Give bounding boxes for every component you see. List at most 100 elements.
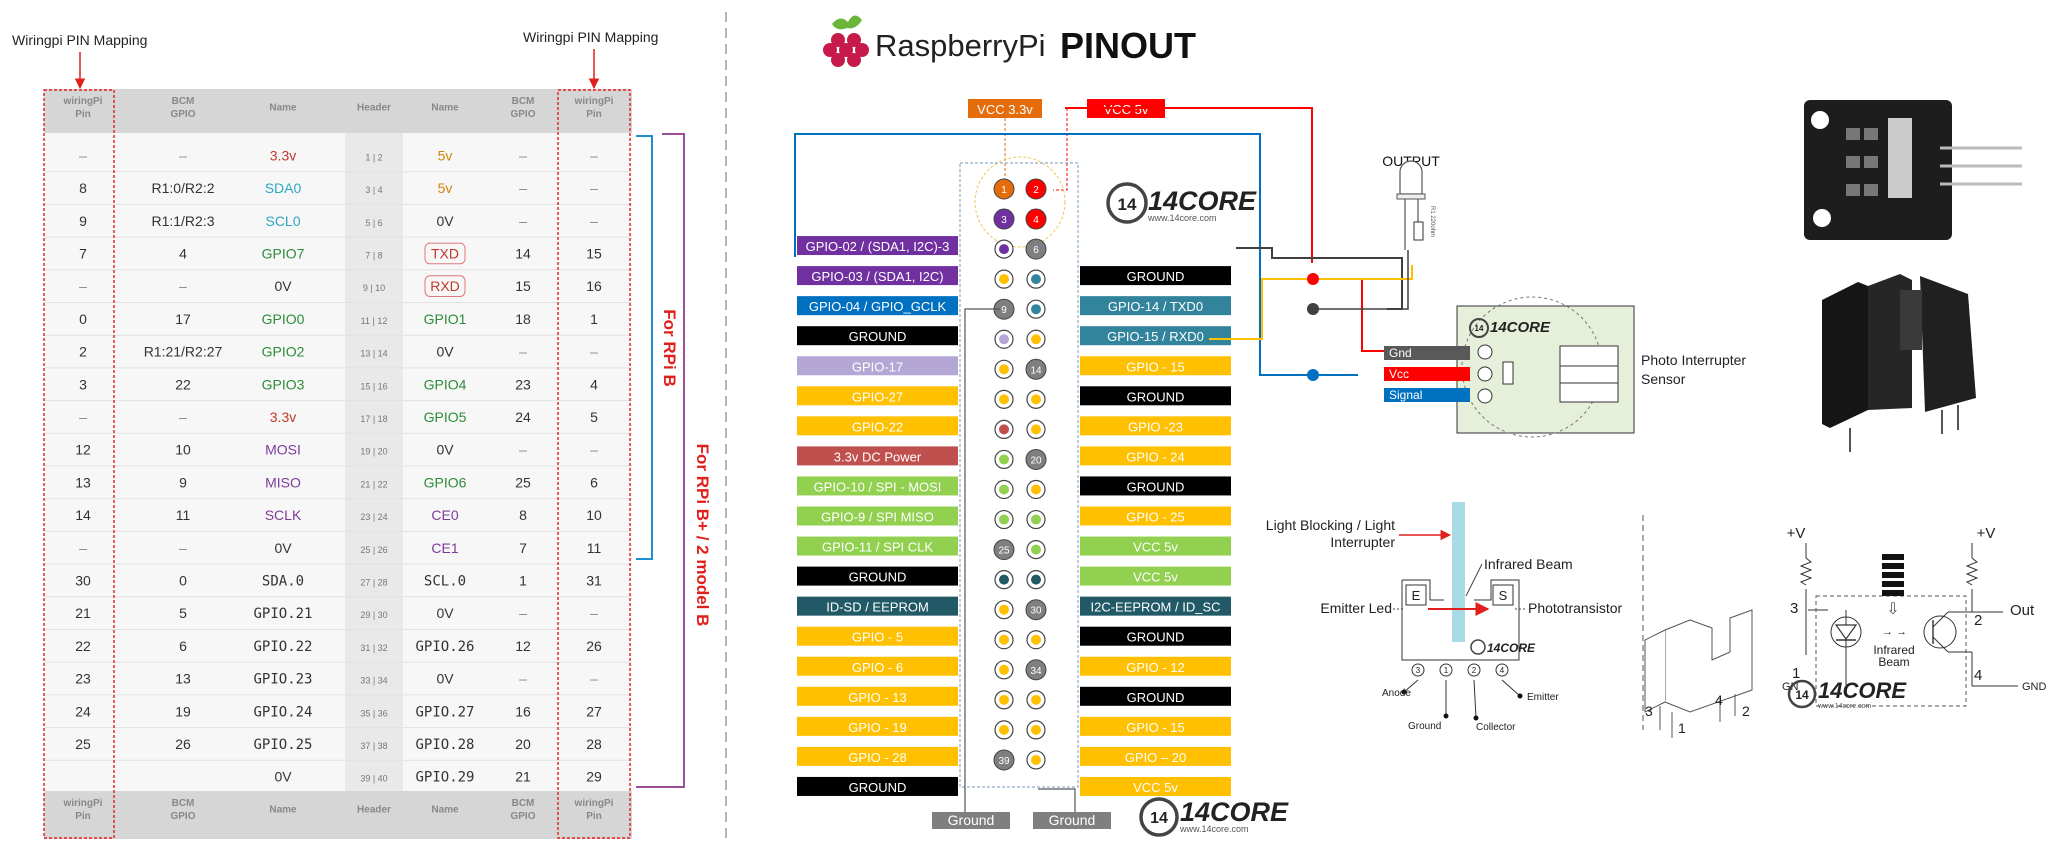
- table-cell: –: [519, 605, 527, 621]
- gnd-tag: [1384, 346, 1470, 360]
- header-pin: [1026, 750, 1046, 770]
- name-highlight: [424, 242, 466, 265]
- table-cell: 0V: [436, 671, 454, 687]
- logo-url: www.14core.com: [1147, 213, 1217, 223]
- package-pin-3: 3: [1645, 703, 1653, 719]
- left-pin-label: GPIO-11 / SPI CLK: [797, 536, 958, 556]
- table-cell: 26: [175, 736, 191, 752]
- sensor-module-photo: [1804, 100, 2022, 240]
- table-header-cell: Pin: [586, 109, 602, 120]
- left-pin-label-text: GPIO-03 / (SDA1, I2C): [811, 269, 943, 284]
- table-cell: –: [79, 409, 87, 425]
- header-pin-number: 6: [1033, 245, 1039, 256]
- rpi-bplus-label: For RPi B+ / 2 model B: [693, 444, 712, 627]
- left-pin-label-text: GPIO - 19: [848, 720, 907, 735]
- table-cell: –: [519, 442, 527, 458]
- right-pin-label: GPIO - 15: [1080, 716, 1231, 736]
- rpi-b-label: For RPi B: [660, 309, 679, 386]
- package-drawing: 3 4 2 1: [1644, 609, 1753, 738]
- table-cell: 16: [515, 703, 531, 719]
- infrared-beam-label: Infrared Beam: [1484, 556, 1573, 572]
- table-cell: RXD: [430, 278, 460, 294]
- table-header-cell: Name: [431, 103, 459, 114]
- table-cell: 17 | 18: [360, 414, 387, 424]
- header-pin: [994, 660, 1014, 680]
- sensor-component: [1502, 361, 1514, 385]
- left-wiringpi-annotation: Wiringpi PIN Mapping: [12, 32, 147, 48]
- right-pin-label: GPIO -23: [1080, 416, 1231, 436]
- vcc-wire-2: [1312, 278, 1388, 352]
- header-pin-number: 14: [1030, 365, 1042, 376]
- table-cell: 8: [79, 180, 87, 196]
- sensor-logo: 14 14CORE: [1469, 318, 1551, 338]
- header-outline: [959, 162, 1079, 788]
- header-pin: [994, 449, 1014, 470]
- left-pin-label: ID-SD / EEPROM: [797, 596, 958, 616]
- schematic-logo-url: www.14core.com: [1817, 703, 1871, 710]
- schematic-out: Out: [2010, 602, 2035, 619]
- name-highlight: [424, 275, 466, 297]
- left-pin-label: GPIO-03 / (SDA1, I2C): [797, 266, 958, 286]
- header-pin: [994, 239, 1014, 259]
- header-pin: [1026, 630, 1046, 650]
- left-pin-label-text: 3.3v DC Power: [834, 449, 922, 464]
- table-cell: TXD: [431, 245, 459, 261]
- header-pin-number: 25: [998, 546, 1010, 557]
- table-cell: SDA.0: [262, 573, 304, 589]
- sensor-housing: [1559, 345, 1619, 403]
- sensor-pin-lead: [1473, 679, 1477, 719]
- header-pin: [1026, 539, 1046, 560]
- left-pin-label: GPIO - 13: [797, 686, 958, 706]
- left-pin-label-text: GPIO-9 / SPI MISO: [821, 510, 934, 525]
- vcc-junction: [1307, 273, 1319, 285]
- left-pin-label: GPIO-17: [797, 356, 958, 376]
- right-pin-label-text: GPIO-15 / RXD0: [1107, 329, 1204, 344]
- table-cell: 37 | 38: [360, 741, 387, 751]
- table-cell: 22: [75, 638, 91, 654]
- table-cell: 28: [586, 736, 602, 752]
- table-cell: GPIO.27: [415, 704, 474, 720]
- sensor-pin-gnd: [1477, 344, 1493, 360]
- left-wiringpi-highlight: [43, 89, 115, 839]
- header-pin: 20: [1025, 448, 1047, 470]
- left-pin-label: GPIO - 19: [797, 716, 958, 736]
- emitter-pin-label: Emitter: [1527, 692, 1559, 703]
- table-cell: 15: [586, 245, 602, 261]
- header-pin: [994, 359, 1014, 379]
- table-cell: 15 | 16: [360, 381, 387, 391]
- diagram-logo-name: 14CORE: [1487, 641, 1536, 655]
- left-pin-label-text: GPIO-10 / SPI - MOSI: [814, 479, 942, 494]
- table-cell: –: [590, 442, 598, 458]
- table-cell: 9: [179, 474, 187, 490]
- left-pin-label: GROUND: [797, 566, 958, 586]
- schematic-pin3: 3: [1790, 600, 1798, 617]
- right-pin-label: VCC 5v: [1080, 566, 1231, 586]
- sensor-diagram-panel: Light Blocking / Light Interrupter Infra…: [1266, 502, 2047, 738]
- ground-button-right: [1033, 812, 1111, 829]
- header-pin-number: 4: [1033, 215, 1039, 226]
- table-cell: GPIO.24: [253, 704, 312, 720]
- table-header-cell: BCM: [172, 798, 195, 809]
- schematic-gnd: GND: [2022, 681, 2047, 693]
- ground-button-right-label: Ground: [1049, 812, 1096, 828]
- table-cell: GPIO6: [424, 474, 467, 490]
- table-cell: SCL0: [265, 213, 300, 229]
- table-cell: 6: [179, 638, 187, 654]
- header-pin: 3: [993, 208, 1015, 230]
- table-cell: 7: [79, 245, 87, 261]
- table-cell: 21: [515, 769, 531, 785]
- left-pin-label: GROUND: [797, 776, 958, 796]
- table-cell: SCL.0: [424, 573, 466, 589]
- ground-label: Ground: [1408, 721, 1441, 732]
- table-cell: 8: [519, 507, 527, 523]
- header-pin: 1: [993, 178, 1015, 200]
- table-cell: 22: [175, 376, 191, 392]
- left-pin-label-text: GPIO - 28: [848, 750, 907, 765]
- schematic-pin1: 1: [1792, 665, 1800, 682]
- table-cell: 27: [586, 703, 602, 719]
- right-pin-label-text: GROUND: [1127, 479, 1185, 494]
